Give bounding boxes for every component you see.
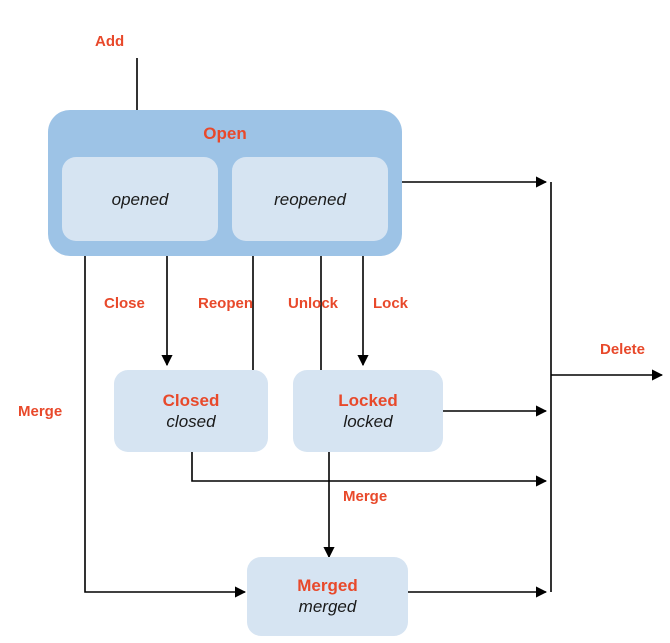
edge-merge-closed-rail xyxy=(191,452,548,487)
state-merged[interactable]: Merged merged xyxy=(247,557,408,636)
edge-label-reopen: Reopen xyxy=(198,295,254,312)
edge-label-unlock: Unlock xyxy=(288,295,339,312)
state-closed-event: closed xyxy=(166,411,216,431)
state-locked[interactable]: Locked locked xyxy=(293,370,443,452)
edge-merge-open xyxy=(84,256,247,598)
edge-label-delete: Delete xyxy=(600,341,646,358)
state-closed[interactable]: Closed closed xyxy=(114,370,268,452)
state-opened-event: opened xyxy=(111,189,169,209)
state-closed-title: Closed xyxy=(162,390,220,410)
edge-label-add: Add xyxy=(95,33,125,50)
state-merged-event: merged xyxy=(298,597,357,616)
state-open-title: Open xyxy=(203,124,247,143)
state-merged-title: Merged xyxy=(297,576,358,595)
state-locked-title: Locked xyxy=(338,390,398,410)
edge-label-merge-closed: Merge xyxy=(343,488,388,505)
edge-label-merge-open: Merge xyxy=(18,403,63,420)
state-locked-event: locked xyxy=(343,411,393,431)
state-opened[interactable]: opened xyxy=(62,157,218,241)
edge-label-close: Close xyxy=(104,295,145,312)
edge-label-lock: Lock xyxy=(373,295,409,312)
state-reopened[interactable]: reopened xyxy=(232,157,388,241)
state-reopened-event: reopened xyxy=(274,189,346,209)
